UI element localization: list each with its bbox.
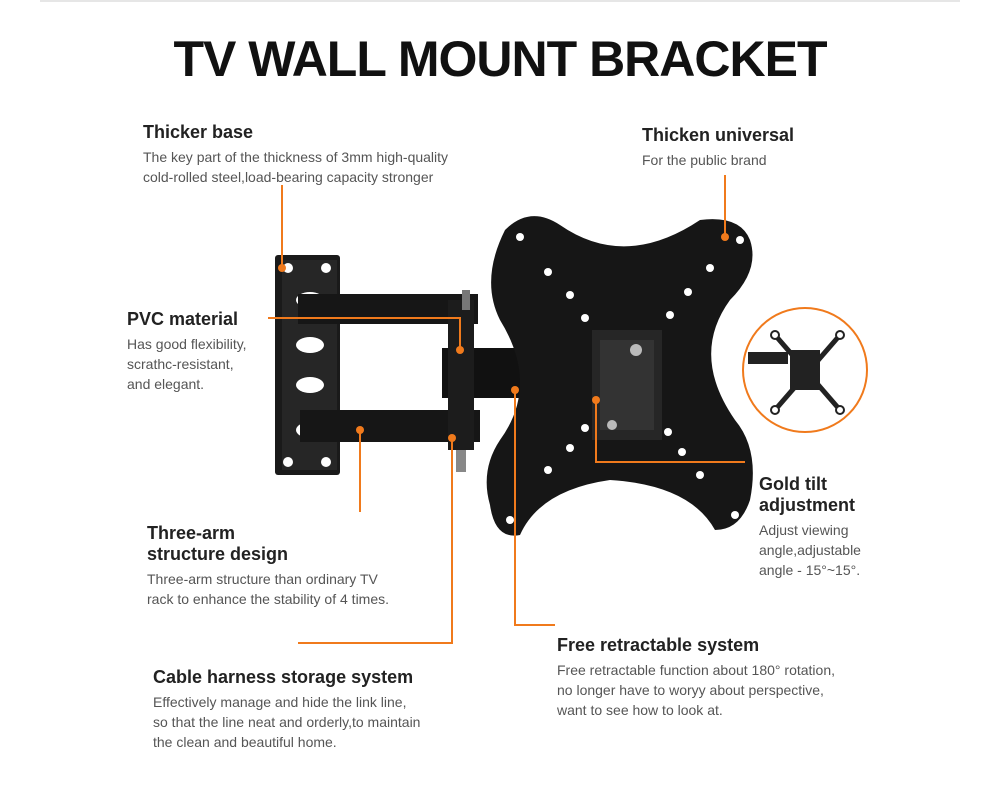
callout-title: Free retractable system (557, 635, 760, 655)
callout-title-line: adjustment (759, 495, 856, 515)
leader-free-retractable (514, 390, 555, 626)
callout-title-line: structure design (147, 544, 289, 564)
callout-line: angle,adjustable (759, 542, 861, 558)
callout-cable-harness: Cable harness storage system Effectively… (153, 667, 493, 752)
callout-gold-tilt: Gold tilt adjustment Adjust viewing angl… (759, 474, 959, 580)
page-title: TV WALL MOUNT BRACKET (173, 31, 827, 87)
callout-line: want to see how to look at. (557, 702, 723, 718)
leader-cable-harness (298, 438, 453, 644)
callout-line: Three-arm structure than ordinary TV (147, 571, 378, 587)
callout-line: cold-rolled steel,load-bearing capacity … (143, 169, 434, 185)
callout-free-retractable: Free retractable system Free retractable… (557, 635, 917, 720)
callout-title: Cable harness storage system (153, 667, 414, 687)
inset-detail (742, 307, 868, 433)
vesa-plate (486, 216, 753, 536)
callout-title-line: Three-arm (147, 523, 236, 543)
leader-pvc-material (268, 317, 461, 350)
callout-line: rack to enhance the stability of 4 times… (147, 591, 390, 607)
callout-title-line: Gold tilt (759, 474, 827, 494)
leader-lines (268, 175, 745, 644)
callout-line: so that the line neat and orderly,to mai… (153, 714, 421, 730)
callout-line: the clean and beautiful home. (153, 734, 337, 750)
callout-line: Free retractable function about 180° rot… (557, 662, 835, 678)
callout-line: Has good flexibility, (127, 336, 247, 352)
callout-line: no longer have to woryy about perspectiv… (557, 682, 824, 698)
leader-dots (278, 233, 729, 442)
callout-line: For the public brand (642, 152, 767, 168)
callout-thicker-base: Thicker base The key part of the thickne… (143, 122, 543, 187)
callout-pvc-material: PVC material Has good flexibility, scrat… (127, 309, 327, 394)
callout-line: and elegant. (127, 376, 205, 392)
top-divider (40, 0, 960, 2)
callout-three-arm: Three-arm structure design Three-arm str… (147, 523, 467, 609)
leader-gold-tilt (595, 400, 745, 463)
callout-thicken-universal: Thicken universal For the public brand (642, 125, 942, 170)
callout-title: Thicken universal (642, 125, 795, 145)
callout-title: Thicker base (143, 122, 254, 142)
callout-line: Effectively manage and hide the link lin… (153, 694, 407, 710)
callout-line: scrathc-resistant, (127, 356, 234, 372)
callout-line: The key part of the thickness of 3mm hig… (143, 149, 449, 165)
callout-title: PVC material (127, 309, 239, 329)
callout-line: Adjust viewing (759, 522, 849, 538)
callout-line: angle - 15°~15°. (759, 562, 861, 578)
